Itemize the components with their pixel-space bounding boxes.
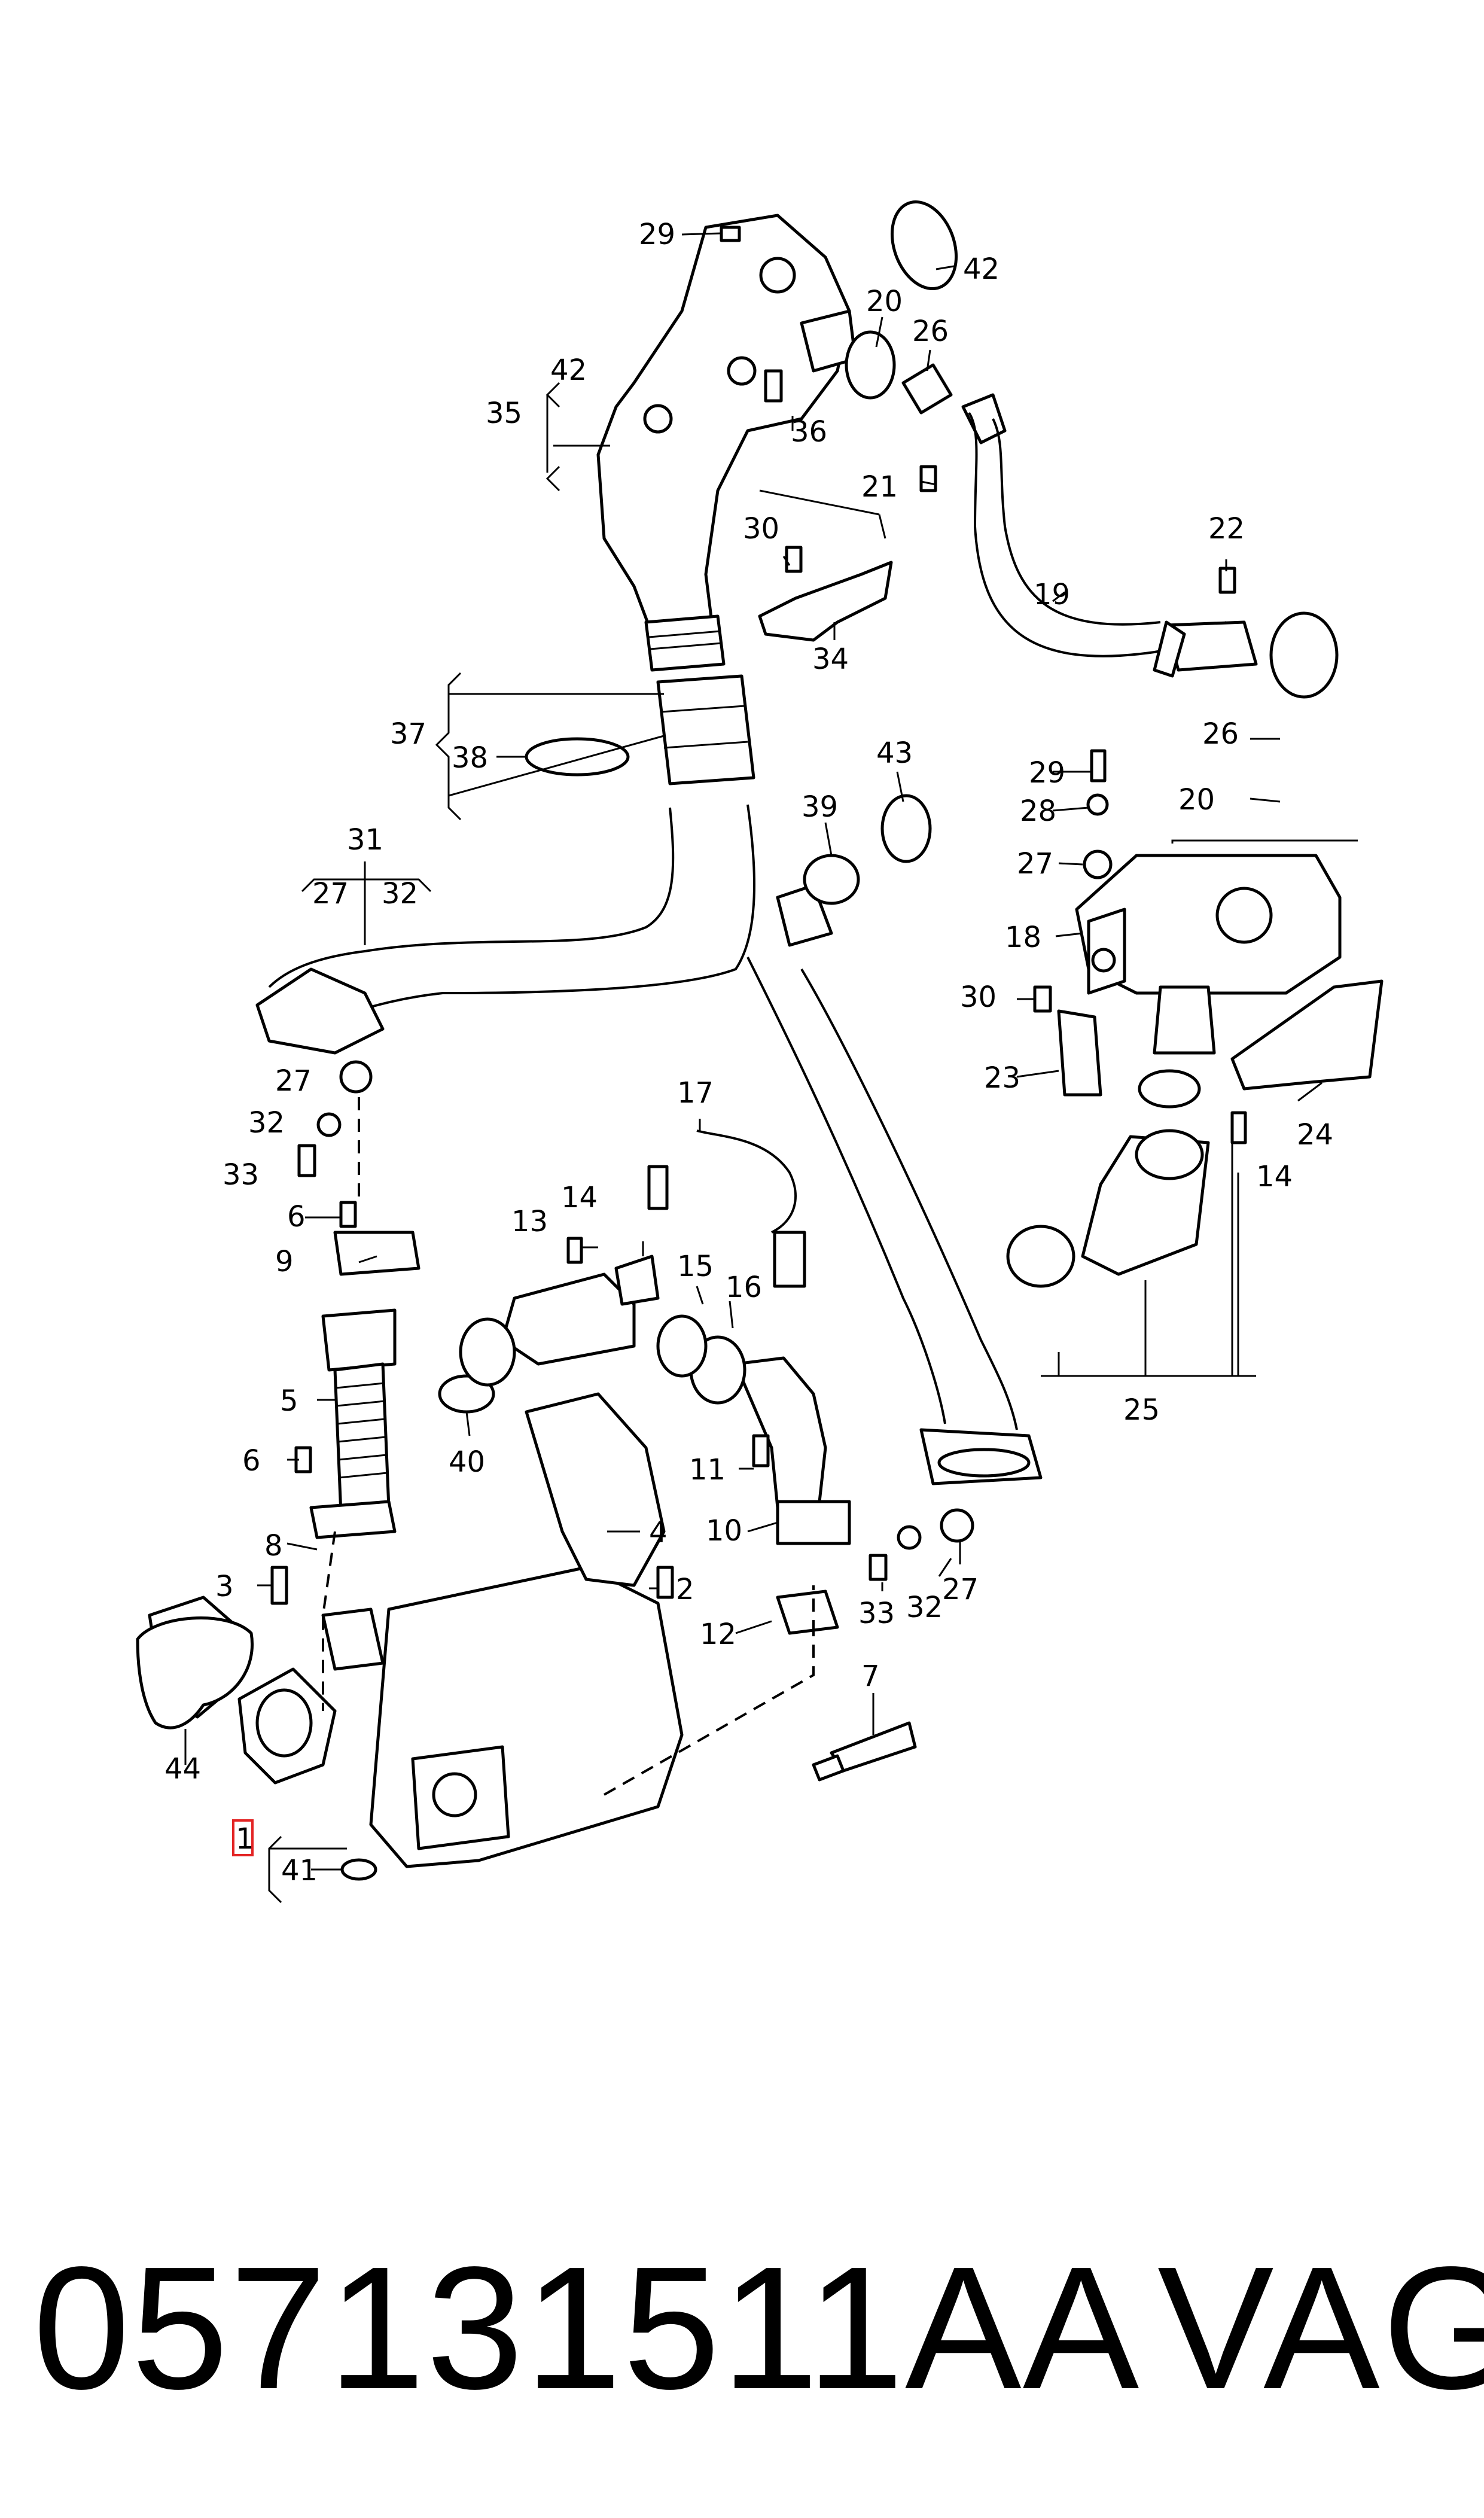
callout-1: 1	[236, 1822, 254, 1856]
bracket-34	[758, 561, 893, 642]
callout-24: 24	[1297, 1118, 1333, 1152]
callout-5: 5	[280, 1384, 298, 1418]
callout-32: 32	[248, 1106, 285, 1140]
callout-37: 37	[390, 717, 426, 751]
callout-38: 38	[452, 741, 488, 775]
callout-39: 39	[802, 790, 838, 824]
pipe-13-10	[459, 1255, 851, 1635]
callout-42: 42	[550, 354, 587, 387]
callout-27: 27	[312, 877, 349, 911]
callout-30: 30	[960, 981, 997, 1014]
leader-lines	[184, 232, 1358, 1904]
callout-44: 44	[164, 1752, 201, 1786]
callout-7: 7	[861, 1660, 880, 1693]
part-number: 057131511AA	[33, 2230, 1141, 2425]
callout-26: 26	[912, 315, 949, 348]
callout-20: 20	[1178, 783, 1215, 817]
callout-16: 16	[726, 1271, 762, 1304]
callout-26: 26	[1202, 717, 1239, 751]
exploded-parts-diagram: 29 42 20 26 42 35 36 21 30 22 19 34 37 2…	[136, 200, 1384, 1904]
callout-29: 29	[1029, 756, 1065, 790]
callout-27: 27	[942, 1573, 979, 1606]
sleeve-37	[525, 674, 755, 785]
callout-35: 35	[486, 397, 522, 430]
callout-10: 10	[706, 1514, 742, 1548]
callout-15: 15	[677, 1250, 714, 1283]
intake-elbow-upper	[596, 214, 857, 672]
callout-17: 17	[677, 1076, 714, 1110]
callout-21: 21	[861, 470, 898, 504]
tube-7	[812, 1721, 917, 1782]
o-ring-top	[890, 200, 958, 291]
hose-25	[1006, 1129, 1210, 1288]
callout-labels: 29 42 20 26 42 35 36 21 30 22 19 34 37 2…	[164, 218, 1333, 1887]
callout-36: 36	[791, 415, 827, 449]
callout-1-highlight	[232, 1819, 254, 1856]
callout-29: 29	[639, 218, 675, 251]
callout-28: 28	[1020, 794, 1056, 828]
callout-30: 30	[743, 512, 779, 546]
callout-43: 43	[876, 736, 913, 770]
callout-40: 40	[449, 1445, 485, 1479]
callout-42: 42	[963, 252, 1000, 286]
callout-25: 25	[1123, 1393, 1160, 1427]
callout-14: 14	[561, 1181, 598, 1214]
callout-27: 27	[1017, 847, 1053, 881]
heat-shield-44	[136, 1616, 254, 1730]
callout-9: 9	[275, 1245, 294, 1278]
callout-19: 19	[1034, 578, 1070, 611]
callout-6: 6	[287, 1200, 306, 1234]
callout-33: 33	[223, 1158, 259, 1192]
callout-11: 11	[689, 1453, 726, 1487]
callout-13: 13	[511, 1205, 548, 1238]
callout-33: 33	[858, 1597, 895, 1630]
dashed-connectors	[322, 1095, 815, 1796]
callout-32: 32	[906, 1591, 943, 1624]
callout-31: 31	[347, 823, 383, 857]
callout-4: 4	[649, 1516, 668, 1549]
callout-2: 2	[676, 1573, 694, 1606]
callout-23: 23	[984, 1061, 1020, 1095]
callout-6: 6	[242, 1444, 261, 1478]
fasteners	[270, 226, 1247, 1881]
callout-8: 8	[264, 1529, 283, 1563]
callout-34: 34	[812, 643, 849, 676]
callout-3: 3	[215, 1570, 234, 1603]
callout-18: 18	[1005, 921, 1041, 954]
callout-22: 22	[1208, 512, 1245, 546]
callout-32: 32	[382, 877, 418, 911]
clamp-and-pipe-right	[845, 330, 1339, 699]
callout-41: 41	[281, 1854, 318, 1887]
callout-14: 14	[1256, 1160, 1293, 1193]
egr-valve-18	[1057, 854, 1384, 1109]
callout-20: 20	[866, 285, 903, 318]
sensor-17	[647, 1129, 806, 1288]
callout-27: 27	[275, 1064, 312, 1098]
callout-12: 12	[700, 1618, 736, 1651]
flex-pipe-5	[309, 1231, 495, 1539]
brand-name: VAG	[1157, 2230, 1484, 2425]
